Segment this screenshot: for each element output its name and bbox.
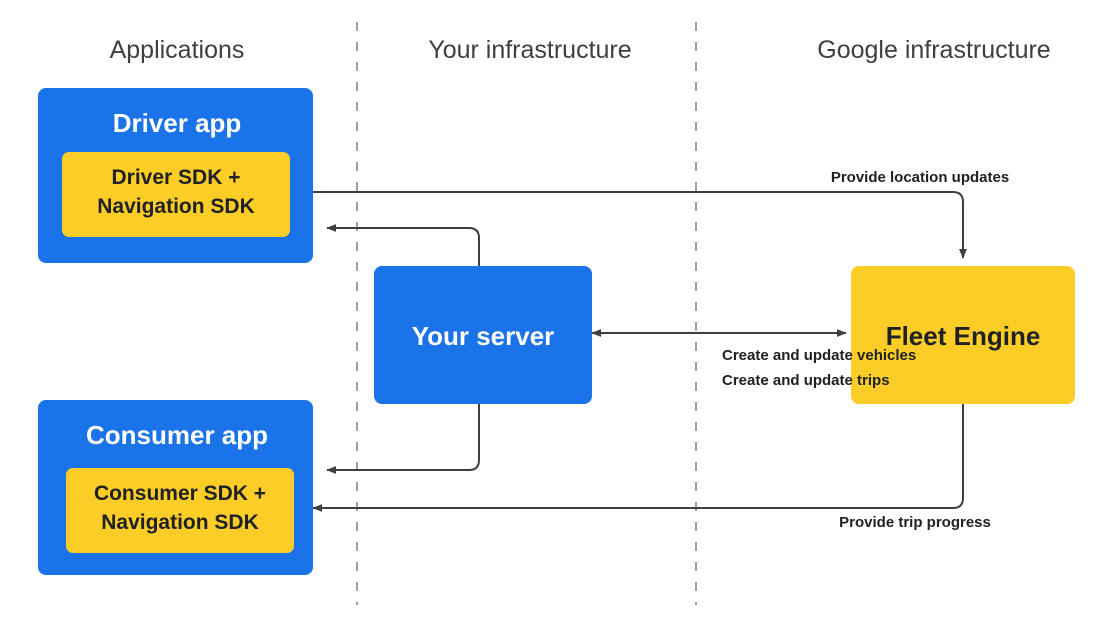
edge-label-create-update-vehicles: Create and update vehicles <box>722 347 916 364</box>
node-consumer-sdk[interactable]: Consumer SDK + Navigation SDK <box>66 468 294 553</box>
driver-sdk-label-line2: Navigation SDK <box>97 195 255 218</box>
node-driver-app[interactable]: Driver app Driver SDK + Navigation SDK <box>38 88 313 263</box>
driver-app-title: Driver app <box>113 108 242 138</box>
connector-server-to-driver-app <box>326 224 480 266</box>
node-consumer-app[interactable]: Consumer app Consumer SDK + Navigation S… <box>38 400 313 575</box>
column-header-google-infrastructure: Google infrastructure <box>817 36 1050 64</box>
connector-server-to-consumer-app <box>326 404 480 474</box>
driver-sdk-box[interactable] <box>62 152 290 237</box>
consumer-app-title: Consumer app <box>86 420 268 450</box>
fleet-engine-title: Fleet Engine <box>886 321 1041 351</box>
node-fleet-engine[interactable]: Fleet Engine <box>851 266 1075 404</box>
edge-label-provide-location-updates: Provide location updates <box>831 169 1009 186</box>
driver-sdk-label-line1: Driver SDK + <box>112 166 241 189</box>
connector-fleet-engine-to-consumer-app <box>312 404 964 512</box>
your-server-box[interactable] <box>374 266 592 404</box>
consumer-sdk-label-line1: Consumer SDK + <box>94 482 266 505</box>
node-your-server[interactable]: Your server <box>374 266 592 404</box>
fleet-engine-box[interactable] <box>851 266 1075 404</box>
your-server-title: Your server <box>412 321 555 351</box>
node-driver-sdk[interactable]: Driver SDK + Navigation SDK <box>62 152 290 237</box>
column-header-applications: Applications <box>110 36 245 64</box>
consumer-sdk-label-line2: Navigation SDK <box>101 511 259 534</box>
edge-label-provide-trip-progress: Provide trip progress <box>839 514 991 531</box>
consumer-sdk-box[interactable] <box>66 468 294 553</box>
connector-driver-to-fleet-engine <box>308 191 967 259</box>
column-header-your-infrastructure: Your infrastructure <box>428 36 631 64</box>
edge-label-create-update-trips: Create and update trips <box>722 372 890 389</box>
